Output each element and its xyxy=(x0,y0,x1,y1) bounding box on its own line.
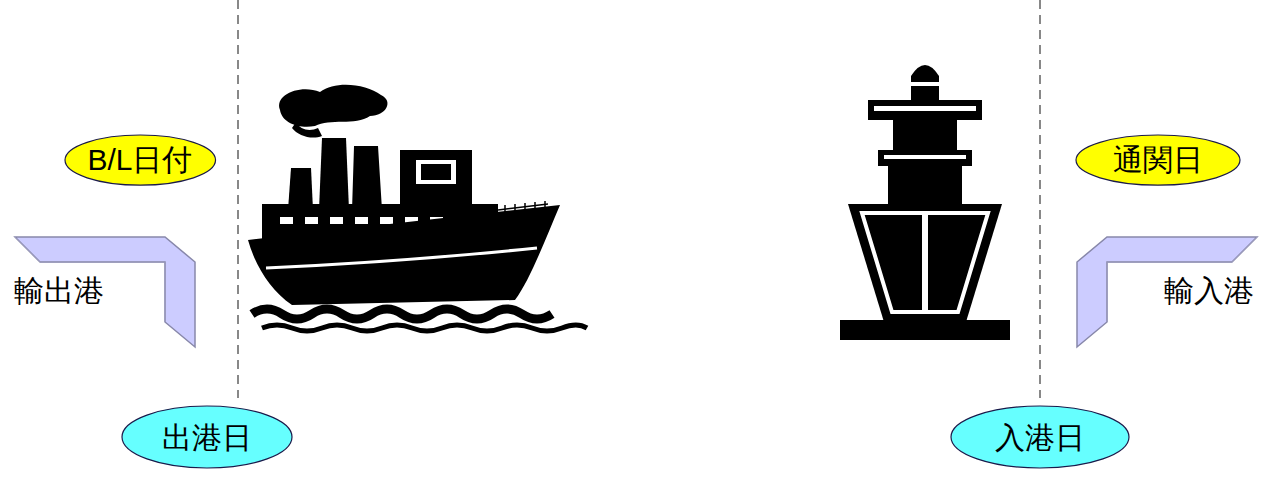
date-text: 入港日 xyxy=(995,421,1085,454)
steamship-icon xyxy=(248,85,587,331)
ellipse-shape xyxy=(122,406,292,468)
date-text: 通関日 xyxy=(1113,143,1203,176)
date-ellipse: 通関日 xyxy=(1075,134,1241,186)
date-text: 出港日 xyxy=(162,421,252,454)
port-bracket xyxy=(15,237,195,347)
port-label: 輸出港 xyxy=(14,274,104,307)
ellipse-shape xyxy=(1076,135,1240,185)
date-ellipse: 出港日 xyxy=(121,405,293,469)
port-bracket xyxy=(1077,237,1257,347)
port-bracket xyxy=(15,237,165,322)
boundary-line xyxy=(237,0,239,398)
ship-front-icon xyxy=(840,65,1010,340)
date-ellipse: 入港日 xyxy=(950,405,1130,469)
port-label: 輸入港 xyxy=(1164,274,1254,307)
port-bracket xyxy=(1107,237,1257,322)
date-ellipse: B/L日付 xyxy=(64,134,217,186)
ellipse-shape xyxy=(951,406,1129,468)
boundary-line xyxy=(1039,0,1041,398)
date-text: B/L日付 xyxy=(87,143,192,176)
ellipse-shape xyxy=(65,135,216,185)
